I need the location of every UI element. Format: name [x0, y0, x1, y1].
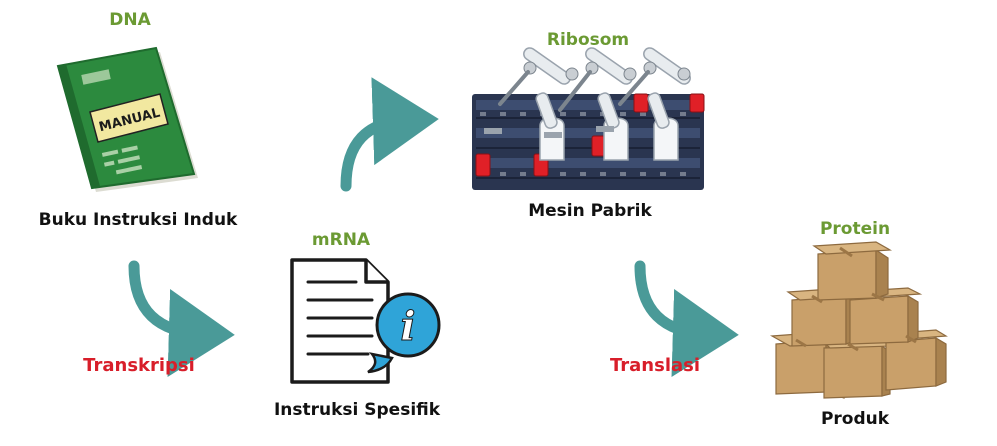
book-icon: MANUAL — [56, 46, 198, 192]
mrna-description: Instruksi Spesifik — [273, 400, 441, 420]
ribosom-description: Mesin Pabrik — [528, 201, 652, 221]
info-glyph-icon: i — [400, 303, 415, 350]
process-translasi: Translasi — [609, 355, 701, 376]
dna-term: DNA — [109, 10, 151, 30]
arrow-ribosom-to-protein — [634, 260, 739, 377]
process-transkripsi: Transkripsi — [83, 355, 195, 376]
ribosom-term: Ribosom — [546, 30, 630, 50]
protein-description: Produk — [820, 409, 890, 429]
cardboard-boxes-icon — [769, 241, 948, 399]
factory-robot-arms-icon — [472, 47, 705, 190]
dna-description: Buku Instruksi Induk — [38, 210, 238, 230]
arrow-mrna-to-ribosom — [340, 77, 439, 192]
document-info-icon: i — [290, 258, 441, 384]
protein-term: Protein — [819, 219, 891, 239]
mrna-term: mRNA — [311, 230, 371, 250]
arrow-dna-to-mrna — [128, 260, 235, 377]
